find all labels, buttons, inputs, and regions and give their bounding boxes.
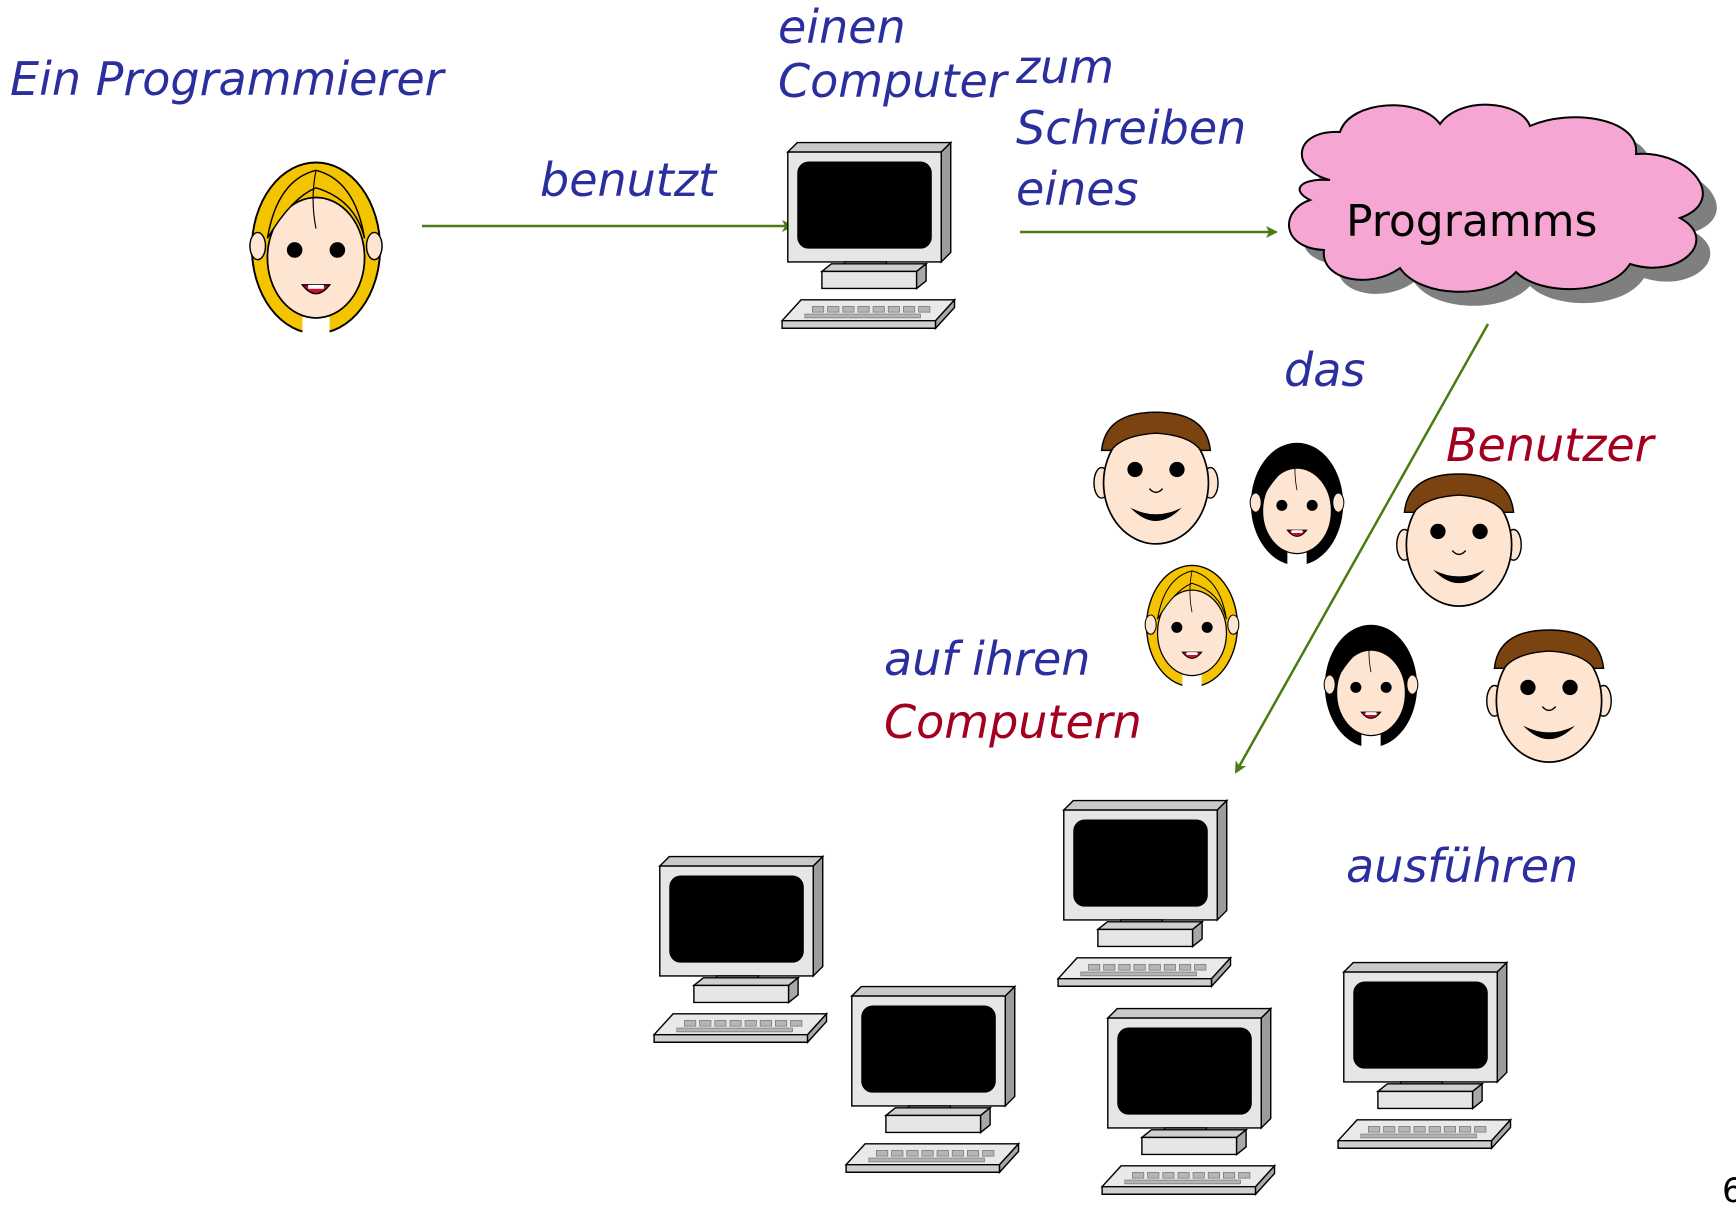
label-to-write-line1: zum xyxy=(1015,40,1114,94)
page-number: 6 xyxy=(1722,1171,1736,1206)
label-execute: ausführen xyxy=(1346,839,1578,893)
user-computer-icon-5 xyxy=(1337,961,1512,1149)
arrow-program-to-user-computers xyxy=(1234,323,1490,774)
user-computer-icon-1 xyxy=(653,855,828,1043)
label-a-computer-line2: Computer xyxy=(778,54,1010,108)
label-a-computer-line1: einen xyxy=(778,0,906,54)
user-icon-man-1 xyxy=(1093,411,1219,545)
user-icon-man-2 xyxy=(1395,473,1523,607)
label-programmer: Ein Programmierer xyxy=(10,52,447,106)
label-uses: benutzt xyxy=(540,153,718,207)
user-icon-woman-1 xyxy=(1249,442,1345,567)
program-cloud: Programms xyxy=(1288,103,1717,306)
programmer-icon xyxy=(248,161,384,337)
label-that: das xyxy=(1284,343,1365,397)
user-icon-woman-3 xyxy=(1323,624,1419,749)
programmer-computer-icon xyxy=(781,141,956,329)
label-on-their: auf ihren xyxy=(884,632,1090,686)
user-computer-icon-3 xyxy=(845,985,1020,1173)
label-program: Programms xyxy=(1346,196,1597,247)
label-users: Benutzer xyxy=(1446,418,1657,472)
label-to-write-line3: eines xyxy=(1016,162,1139,216)
label-to-write-line2: Schreiben xyxy=(1016,101,1246,155)
user-computer-icon-2 xyxy=(1057,799,1232,987)
user-icon-man-3 xyxy=(1485,629,1613,763)
user-icon-woman-2 xyxy=(1144,564,1240,689)
label-computers: Computern xyxy=(884,695,1142,749)
user-computer-icon-4 xyxy=(1101,1007,1276,1195)
